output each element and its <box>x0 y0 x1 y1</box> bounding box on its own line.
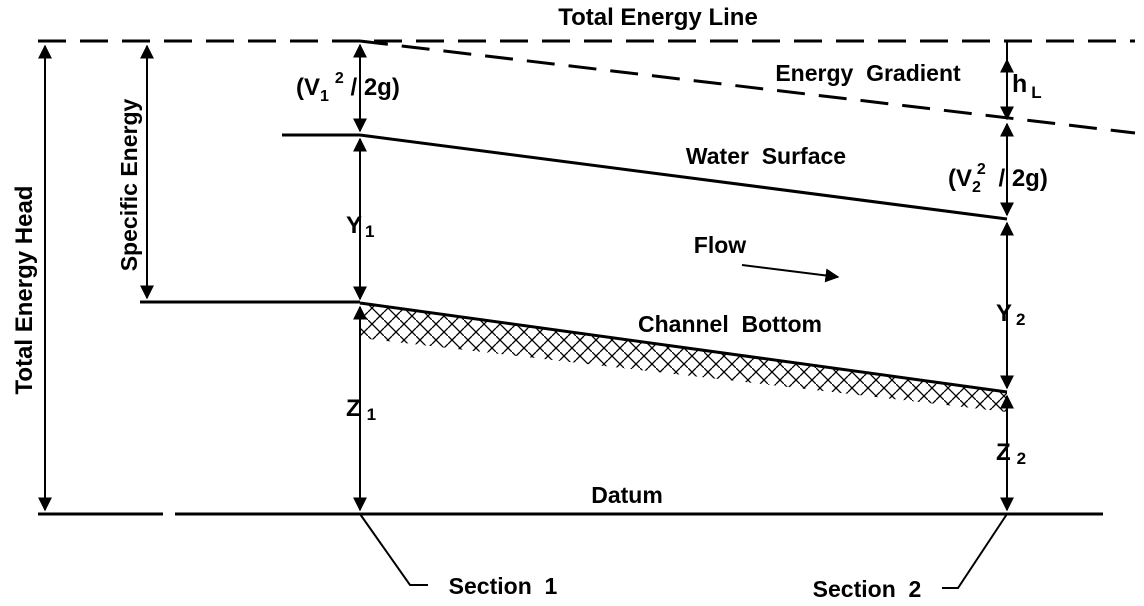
section-2-label: Section 2 <box>813 576 922 602</box>
total-energy-head-label: Total Energy Head <box>11 186 38 395</box>
section-2-pointer <box>942 513 1008 589</box>
velocity-head-2-label: (V22 / 2g) <box>948 161 1048 196</box>
channel-bed-hatch <box>360 303 1007 412</box>
flow-arrow <box>741 264 840 283</box>
energy-gradient-label: Energy Gradient <box>775 60 961 86</box>
channel-bottom-label: Channel Bottom <box>638 311 822 337</box>
section-1-label: Section 1 <box>449 573 558 599</box>
channel-bottom-line <box>359 301 1008 394</box>
datum-label: Datum <box>591 482 663 508</box>
specific-energy-label: Specific Energy <box>116 99 142 272</box>
flow-label: Flow <box>694 232 746 258</box>
total-energy-line-label: Total Energy Line <box>558 4 758 31</box>
section-1-pointer <box>359 513 428 586</box>
velocity-head-1-label: (V12 / 2g) <box>296 70 400 105</box>
water-surface-label: Water Surface <box>686 143 846 169</box>
water-surface-line <box>359 133 1008 221</box>
